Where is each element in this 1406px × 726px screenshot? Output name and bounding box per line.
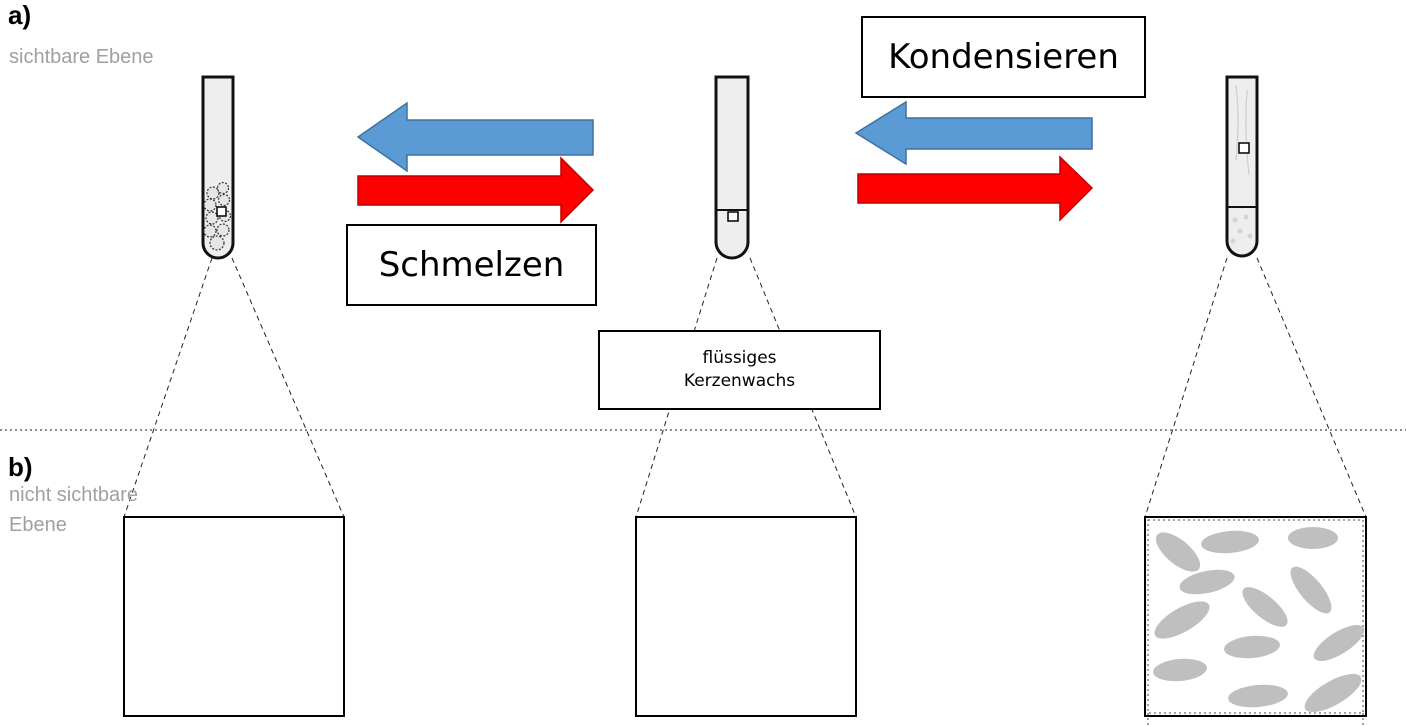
arrow-right-condensing xyxy=(857,155,1094,222)
section-b-subtitle-line1: nicht sichtbare xyxy=(9,484,138,506)
section-b-letter: b) xyxy=(8,452,33,482)
section-a-subtitle: sichtbare Ebene xyxy=(9,46,154,68)
arrow-left-melting xyxy=(356,101,594,173)
zoom-line-tube-1-left xyxy=(123,257,213,518)
zoom-marker-3 xyxy=(1238,142,1250,154)
melting-label: Schmelzen xyxy=(346,224,597,306)
zoom-line-tube-3-right xyxy=(1256,257,1367,518)
test-tube-solid xyxy=(201,75,235,260)
particle xyxy=(1201,530,1259,554)
particles xyxy=(1153,527,1365,713)
section-a-letter: a) xyxy=(8,0,32,30)
zoom-line-tube-1-right xyxy=(231,257,345,518)
particle xyxy=(1155,532,1201,572)
test-tube-gas xyxy=(1225,75,1259,258)
particle-box-gas xyxy=(1144,516,1367,726)
wax-lumps xyxy=(203,181,232,251)
particle xyxy=(1224,635,1280,659)
zoom-marker-1 xyxy=(216,206,227,217)
particle xyxy=(1153,658,1207,682)
particle xyxy=(1228,684,1288,708)
particle-box-solid xyxy=(123,516,345,717)
zoom-line-tube-3-left xyxy=(1144,257,1228,518)
zoom-marker-2 xyxy=(727,211,739,222)
liquid-wax-label-line1: flüssiges xyxy=(702,348,777,368)
section-b-subtitle-line2: Ebene xyxy=(9,514,67,536)
liquid-wax-label-line2: Kerzenwachs xyxy=(683,371,796,391)
particle xyxy=(1290,566,1332,614)
arrow-left-condensing xyxy=(854,100,1093,166)
particle xyxy=(1288,527,1338,549)
arrow-right-melting xyxy=(357,156,595,224)
particle xyxy=(1242,587,1288,627)
particle xyxy=(1313,625,1365,661)
particle xyxy=(1304,673,1362,713)
condensing-label: Kondensieren xyxy=(861,16,1146,98)
test-tube-liquid xyxy=(714,75,750,260)
particle xyxy=(1154,601,1210,639)
particle xyxy=(1179,569,1235,595)
particle-box-liquid xyxy=(635,516,857,717)
liquid-wax-label: flüssiges Kerzenwachs xyxy=(598,330,881,410)
